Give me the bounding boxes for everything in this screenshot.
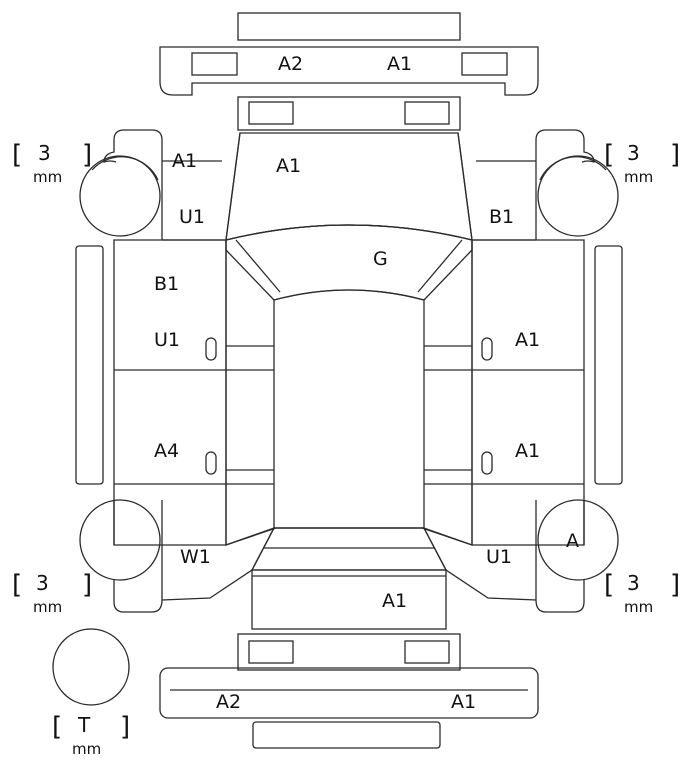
rear-license-strip bbox=[252, 721, 441, 749]
front-left-tire-rim bbox=[91, 156, 159, 181]
right-side-sill[interactable] bbox=[594, 245, 623, 485]
front-right-tire-rim bbox=[539, 156, 607, 181]
spare-tire-bracket-open: [ bbox=[52, 712, 62, 742]
front-left-door-handle bbox=[205, 337, 217, 361]
spare-tire-depth: T bbox=[77, 713, 91, 737]
rear-lamp-bar bbox=[237, 633, 461, 671]
rear-left-tire bbox=[79, 499, 161, 581]
front-lamp-bar bbox=[237, 96, 461, 131]
front-right-door-label: A1 bbox=[515, 329, 540, 351]
rear-bumper-right-label: A1 bbox=[451, 691, 476, 713]
front-right-wheel-arch bbox=[535, 129, 595, 240]
rear-left-wheel-arch bbox=[113, 500, 163, 613]
front-left-door-upper-label: B1 bbox=[154, 273, 179, 295]
hood-left-label: A1 bbox=[172, 150, 197, 172]
front-left-fender-label: U1 bbox=[179, 206, 205, 228]
rear-left-quarter[interactable] bbox=[161, 526, 276, 601]
hood-panel[interactable] bbox=[225, 132, 473, 241]
rear-bumper[interactable] bbox=[159, 667, 539, 719]
rear-left-tire-bracket-open: [ bbox=[12, 570, 22, 600]
front-left-tire-unit: mm bbox=[33, 168, 62, 186]
front-grille-strip bbox=[237, 12, 461, 41]
front-left-wheel-arch bbox=[103, 129, 163, 240]
hood-center-label: A1 bbox=[276, 155, 301, 177]
front-left-door-label: U1 bbox=[154, 329, 180, 351]
rear-window[interactable] bbox=[250, 527, 448, 571]
front-right-tire-unit: mm bbox=[624, 168, 653, 186]
rear-right-tire-bracket-open: [ bbox=[604, 570, 614, 600]
roof-panel[interactable] bbox=[273, 289, 425, 529]
windshield-inner-line-left bbox=[235, 239, 281, 293]
windshield-inner-line-right bbox=[417, 239, 463, 293]
front-right-door-handle bbox=[481, 337, 493, 361]
spare-tire-unit: mm bbox=[72, 740, 101, 758]
rear-left-tire-unit: mm bbox=[33, 598, 62, 616]
left-side-sill[interactable] bbox=[75, 245, 104, 485]
front-headlamp-right bbox=[404, 101, 450, 125]
spare-tire bbox=[52, 628, 130, 706]
roof-outline-outer bbox=[225, 224, 473, 546]
front-right-tire-bracket-open: [ bbox=[604, 140, 614, 170]
rear-right-quarter-label: U1 bbox=[486, 546, 512, 568]
rear-right-wheel-label: A bbox=[566, 530, 579, 552]
front-left-tire-bracket-open: [ bbox=[12, 140, 22, 170]
front-right-tire-depth: 3 bbox=[627, 141, 640, 165]
trunk-lid[interactable] bbox=[251, 569, 447, 630]
rear-left-door-label: A4 bbox=[154, 440, 179, 462]
spare-tire-bracket-close: ] bbox=[120, 712, 130, 742]
front-bumper-left-lamp bbox=[191, 52, 238, 76]
front-left-tire-depth: 3 bbox=[38, 141, 51, 165]
rear-right-quarter[interactable] bbox=[422, 526, 537, 601]
front-right-tire bbox=[537, 155, 619, 237]
rear-left-quarter-label: W1 bbox=[180, 546, 211, 568]
rear-lamp-left bbox=[248, 640, 294, 664]
rear-bumper-left-label: A2 bbox=[216, 691, 241, 713]
front-bumper-right-label: A1 bbox=[387, 53, 412, 75]
front-right-fender-label: B1 bbox=[489, 206, 514, 228]
front-bumper-right-lamp bbox=[461, 52, 508, 76]
rear-left-tire-bracket-close: ] bbox=[82, 570, 92, 600]
rear-left-tire-depth: 3 bbox=[36, 571, 49, 595]
front-right-tire-bracket-close: ] bbox=[670, 140, 680, 170]
rear-right-door-label: A1 bbox=[515, 440, 540, 462]
rear-right-tire-depth: 3 bbox=[627, 571, 640, 595]
front-left-tire-bracket-close: ] bbox=[82, 140, 92, 170]
rear-right-tire-bracket-close: ] bbox=[670, 570, 680, 600]
rear-right-tire bbox=[537, 499, 619, 581]
rear-left-door-handle bbox=[205, 451, 217, 475]
trunk-label: A1 bbox=[382, 590, 407, 612]
roof-label: G bbox=[373, 248, 388, 270]
rear-lamp-right bbox=[404, 640, 450, 664]
rear-right-wheel-arch bbox=[535, 500, 585, 613]
rear-right-door-handle bbox=[481, 451, 493, 475]
rear-right-tire-unit: mm bbox=[624, 598, 653, 616]
front-bumper[interactable] bbox=[159, 46, 539, 96]
right-door-outline bbox=[471, 239, 585, 546]
windshield[interactable] bbox=[225, 224, 473, 301]
front-bumper-left-label: A2 bbox=[278, 53, 303, 75]
front-left-tire bbox=[79, 155, 161, 237]
front-headlamp-left bbox=[248, 101, 294, 125]
